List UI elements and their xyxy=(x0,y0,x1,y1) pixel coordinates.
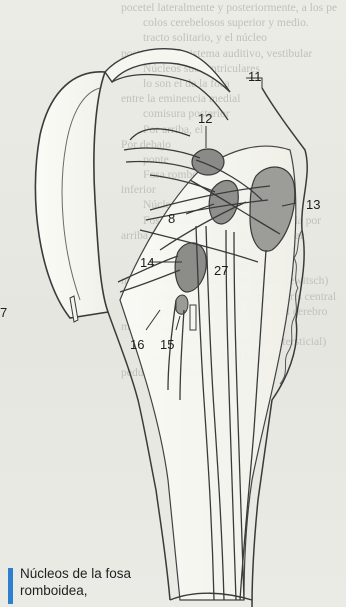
label-13: 13 xyxy=(306,198,320,211)
label-15: 15 xyxy=(160,338,174,351)
nucleus-15 xyxy=(176,295,188,314)
label-12: 12 xyxy=(198,112,212,125)
caption-text: Núcleos de la fosa romboidea, xyxy=(20,566,131,599)
label-7: 7 xyxy=(0,306,7,319)
label-16: 16 xyxy=(130,338,144,351)
nucleus-12 xyxy=(192,149,224,175)
label-11: 11 xyxy=(248,70,262,83)
caption-line-1: Núcleos de la fosa xyxy=(20,566,131,583)
label-14: 14 xyxy=(140,256,154,269)
small-nucleus-stalk xyxy=(190,305,196,330)
label-8: 8 xyxy=(168,212,175,225)
caption-accent-bar xyxy=(8,568,13,604)
caption-line-2: romboidea, xyxy=(20,583,131,600)
label-27: 27 xyxy=(214,264,228,277)
